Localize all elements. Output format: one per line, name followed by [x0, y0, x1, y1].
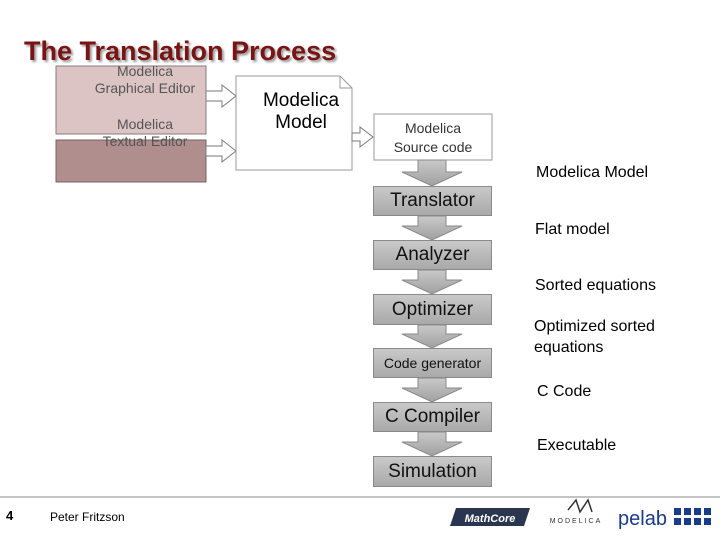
- label-c-code: C Code: [537, 383, 592, 400]
- flow-arrow-4: [401, 324, 463, 349]
- label-modelica-model: Modelica Model: [536, 164, 649, 181]
- author-name: Peter Fritzson: [50, 510, 125, 524]
- source-code-label: Modelica Source code: [393, 120, 473, 155]
- optimizer-box: Optimizer: [373, 294, 492, 325]
- translator-box: Translator: [373, 186, 492, 216]
- svg-text:pelab: pelab: [618, 508, 667, 530]
- textual-editor-label: Modelica Textual Editor: [102, 116, 188, 149]
- analyzer-box: Analyzer: [373, 240, 492, 270]
- textual-editor-box: [55, 139, 207, 183]
- model-document-label: Modelica Model: [262, 90, 340, 133]
- label-optimized-sorted-equations: Optimized sorted equations: [534, 318, 655, 356]
- arrow-graphical-to-model: [205, 83, 237, 109]
- code-generator-box: Code generator: [373, 348, 492, 378]
- page-number: 4: [6, 508, 14, 523]
- model-document-shape: [235, 75, 353, 171]
- graphical-editor-box: [55, 65, 207, 135]
- mathcore-logo: MathCore: [450, 508, 530, 526]
- source-code-document: [373, 113, 493, 161]
- modelica-logo: MODELICA: [550, 498, 603, 525]
- slide-title: The Translation Process: [24, 36, 337, 66]
- flow-arrow-1: [401, 159, 463, 187]
- svg-text:MODELICA: MODELICA: [550, 518, 603, 525]
- svg-text:MathCore: MathCore: [465, 513, 516, 525]
- flow-arrow-6: [401, 431, 463, 457]
- flow-arrow-5: [401, 377, 463, 403]
- label-executable: Executable: [537, 437, 617, 454]
- flow-arrow-2: [401, 215, 463, 241]
- arrow-model-to-source: [351, 125, 374, 149]
- arrow-textual-to-model: [205, 138, 237, 164]
- c-compiler-box: C Compiler: [373, 402, 492, 432]
- simulation-box: Simulation: [373, 456, 492, 487]
- flow-arrow-3: [401, 269, 463, 295]
- label-sorted-equations: Sorted equations: [535, 277, 656, 294]
- pelab-logo: pelab: [618, 508, 711, 530]
- label-flat-model: Flat model: [535, 221, 610, 238]
- graphical-editor-label: Modelica Graphical Editor: [94, 63, 196, 96]
